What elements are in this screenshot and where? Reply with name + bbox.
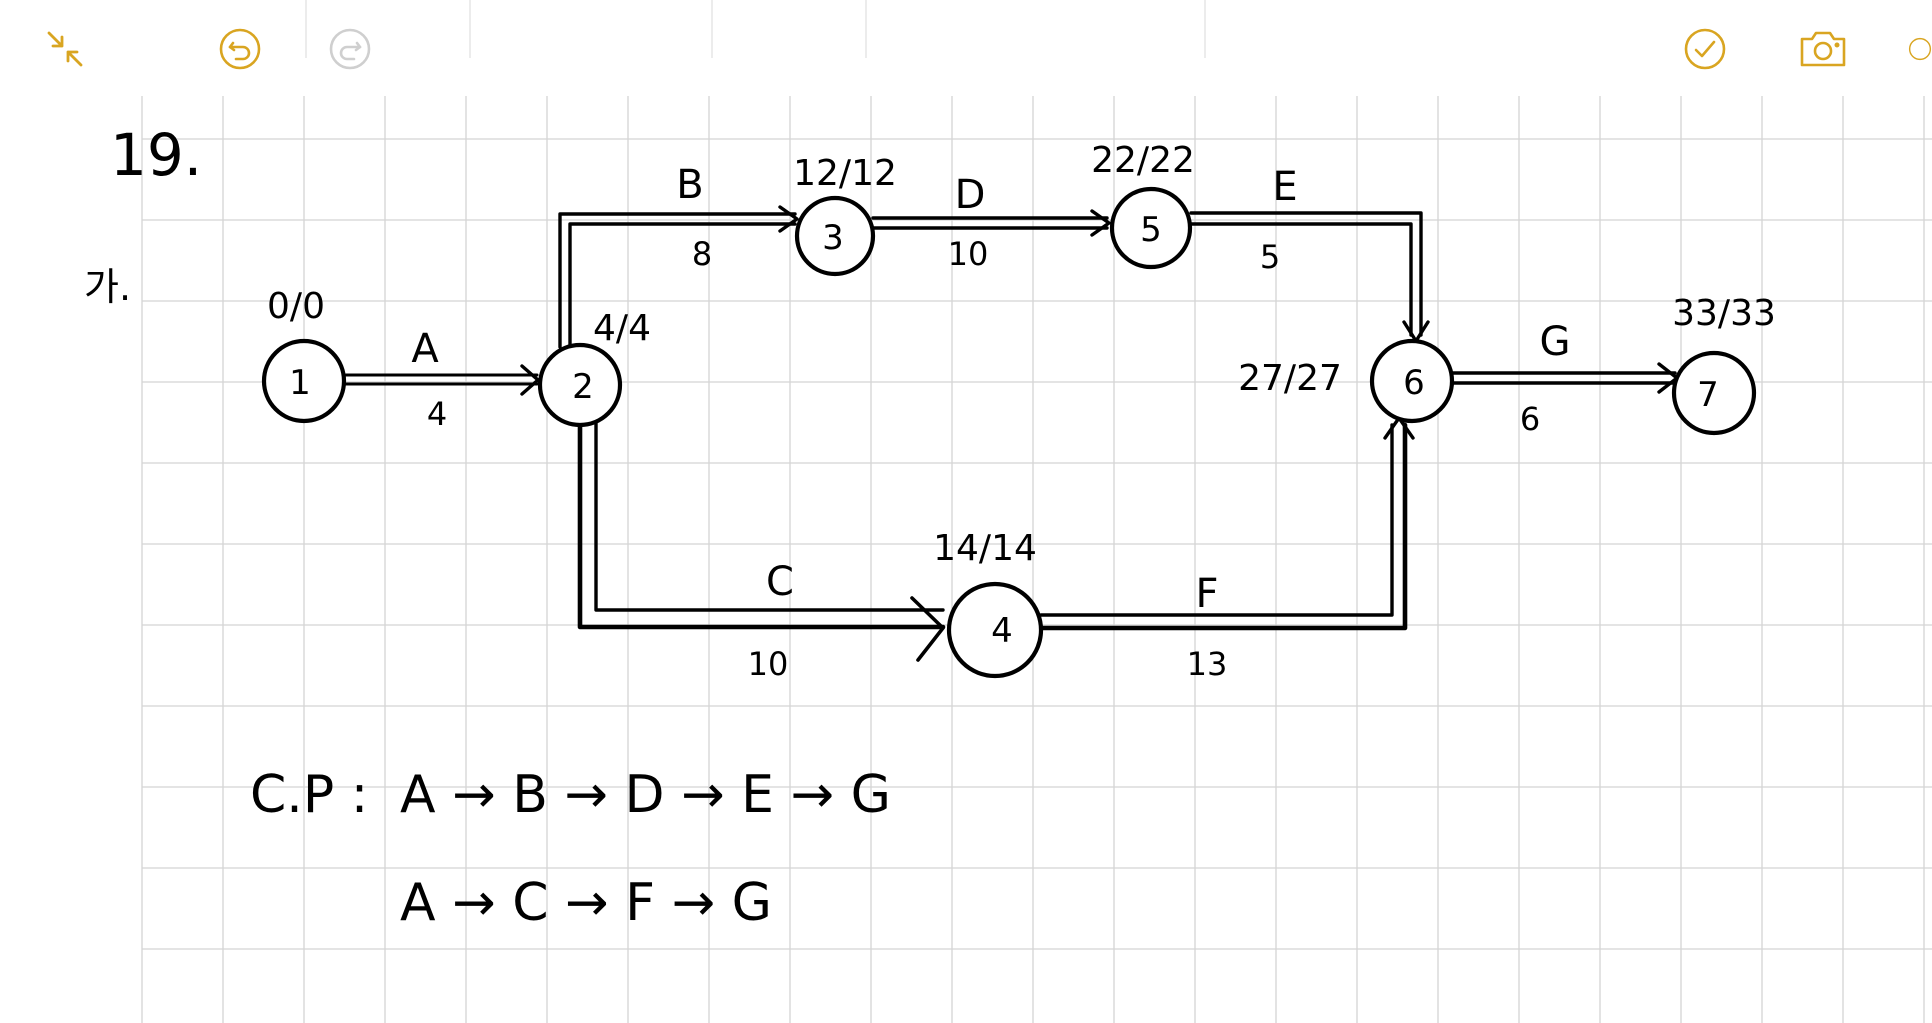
problem-number: 19. <box>110 121 202 189</box>
redo-icon <box>329 28 371 70</box>
activity-name-a: A <box>411 326 439 372</box>
activity-name-c: C <box>766 559 794 605</box>
node-times-4: 14/14 <box>933 528 1037 569</box>
node-number-7: 7 <box>1697 375 1719 415</box>
activity-name-g: G <box>1540 319 1571 365</box>
node-times-3: 12/12 <box>793 153 897 194</box>
activity-duration-f: 13 <box>1187 645 1228 683</box>
node-number-4: 4 <box>991 611 1013 651</box>
undo-button[interactable] <box>215 24 265 74</box>
event-node-2 <box>537 342 623 428</box>
critical-path-label: C.P : <box>250 765 368 825</box>
node-times-1: 0/0 <box>267 286 325 327</box>
activity-duration-b: 8 <box>692 235 712 273</box>
event-node-4 <box>946 581 1044 679</box>
camera-icon <box>1800 31 1846 67</box>
critical-path-line-2: A → C → F → G <box>400 873 772 933</box>
activity-duration-a: 4 <box>427 395 447 433</box>
collapse-button[interactable] <box>40 24 90 74</box>
node-number-6: 6 <box>1403 363 1425 403</box>
event-node-6 <box>1369 338 1455 424</box>
event-node-5 <box>1109 186 1193 270</box>
redo-button[interactable] <box>325 24 375 74</box>
subpart-label: 가. <box>84 265 131 309</box>
node-number-5: 5 <box>1140 210 1162 250</box>
critical-path-line-1: A → B → D → E → G <box>400 765 891 825</box>
activity-duration-e: 5 <box>1260 238 1280 276</box>
collapse-icon <box>47 31 83 67</box>
node-times-7: 33/33 <box>1672 293 1776 334</box>
activity-duration-g: 6 <box>1520 400 1540 438</box>
activity-edge-b <box>558 205 799 349</box>
activity-name-d: D <box>955 172 986 218</box>
node-number-2: 2 <box>572 367 594 407</box>
undo-icon <box>219 28 261 70</box>
pen-icon <box>1908 37 1932 61</box>
event-node-7 <box>1671 350 1757 436</box>
activity-name-f: F <box>1195 571 1218 617</box>
activity-edge-f <box>1038 416 1415 631</box>
activity-edge-c <box>577 420 946 662</box>
done-button[interactable] <box>1680 24 1730 74</box>
checkmark-icon <box>1684 28 1726 70</box>
node-times-2: 4/4 <box>593 308 651 349</box>
activity-duration-c: 10 <box>748 645 789 683</box>
activity-edge-g <box>1449 362 1679 394</box>
event-node-1 <box>261 338 347 424</box>
camera-button[interactable] <box>1795 24 1851 74</box>
activity-edge-e <box>1189 211 1430 343</box>
activity-name-e: E <box>1272 164 1297 210</box>
node-number-3: 3 <box>822 218 844 258</box>
activity-edge-a <box>344 364 540 396</box>
node-number-1: 1 <box>289 363 311 403</box>
activity-edge-d <box>871 209 1111 237</box>
node-times-6: 27/27 <box>1238 358 1342 399</box>
activity-duration-d: 10 <box>948 235 989 273</box>
event-node-3 <box>794 195 876 277</box>
activity-name-b: B <box>676 162 703 208</box>
node-times-5: 22/22 <box>1091 140 1195 181</box>
pen-button[interactable] <box>1908 24 1932 74</box>
